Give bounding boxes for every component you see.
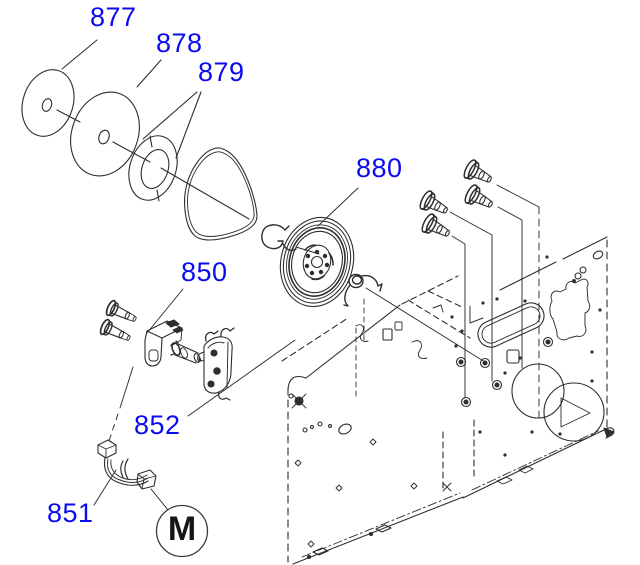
chassis-nuts	[455, 336, 554, 408]
chassis-frame	[281, 236, 615, 565]
screw-leader-lines	[449, 184, 540, 421]
part-label-879: 879	[198, 57, 245, 87]
bracket-screw-icon	[105, 299, 137, 322]
leader-line-878	[136, 59, 162, 88]
pulley-gear-center	[304, 244, 334, 281]
pulley-880	[279, 187, 359, 308]
bracket-shaft	[170, 340, 202, 364]
part-label-877: 877	[90, 2, 137, 32]
wire-harness-851	[93, 439, 169, 511]
chassis-small-holes	[450, 255, 602, 457]
chassis-left-plate-details	[288, 298, 534, 560]
shoulder-screws	[419, 159, 540, 421]
shoulder-screw-icon	[421, 213, 450, 237]
split-ring-879	[128, 91, 250, 220]
motor-symbol-label: M	[167, 509, 197, 548]
part-label-880: 880	[356, 153, 403, 183]
shoulder-screw-icon	[463, 159, 492, 183]
shoulder-screw-icon	[419, 190, 448, 214]
leader-line-850	[146, 288, 184, 334]
motor-holder-852	[187, 327, 296, 417]
drive-belt	[184, 147, 258, 241]
motor-symbol	[155, 504, 209, 558]
part-label-852: 852	[134, 410, 181, 440]
part-label-850: 850	[181, 257, 228, 287]
leader-line-877	[61, 39, 98, 70]
shoulder-screw-icon	[464, 184, 493, 208]
part-label-878: 878	[156, 28, 203, 58]
washer-disc-877	[21, 39, 98, 137]
leader-line-852	[187, 339, 296, 417]
part-label-851: 851	[47, 498, 94, 528]
leader-line-851	[93, 469, 117, 506]
washer-disc-878	[70, 59, 162, 177]
leader-line-880	[317, 187, 359, 227]
motor-bracket-850	[99, 288, 202, 445]
bracket-screw-icon	[99, 318, 131, 341]
leader-line-879	[142, 91, 202, 159]
tension-spring	[343, 273, 486, 363]
spring-leader-line	[365, 287, 486, 363]
